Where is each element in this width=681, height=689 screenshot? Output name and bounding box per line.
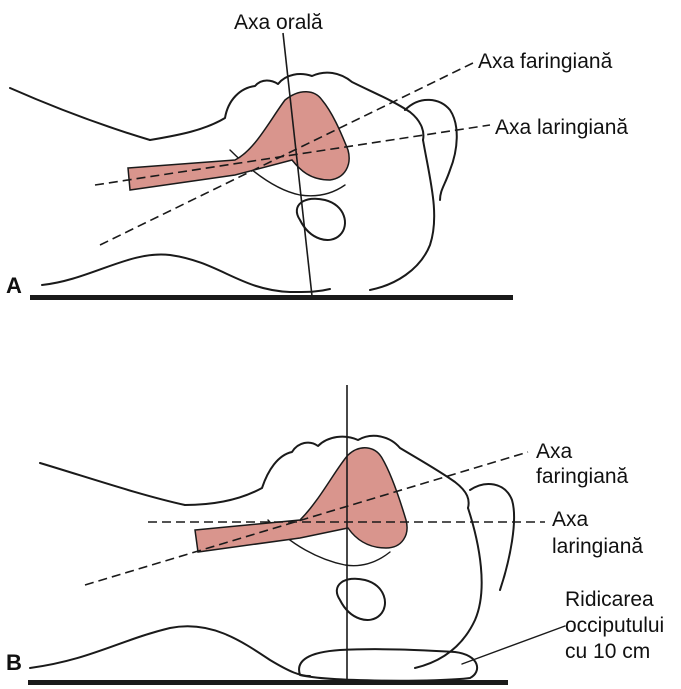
- skull-outline-b: [415, 508, 482, 668]
- back-outline-b: [30, 626, 310, 676]
- ear-b: [337, 579, 385, 620]
- oral-axis-label-a: Axa orală: [234, 11, 323, 34]
- panel-b: Axa faringiană Axa laringiană Ridicarea …: [6, 385, 670, 685]
- torso-outline-a: [10, 88, 150, 140]
- panel-letter-b: B: [6, 650, 22, 675]
- occiput-pillow-b: [299, 649, 477, 681]
- pharyngeal-axis-label-a: Axa faringiană: [478, 50, 613, 73]
- skull-outline-a: [370, 140, 434, 290]
- laryngeal-axis-label-b: Axa laringiană: [552, 508, 643, 558]
- airway-a: [128, 92, 349, 190]
- occiput-label-b: Ridicarea occiputului cu 10 cm: [565, 588, 670, 663]
- pharyngeal-axis-b: [85, 452, 528, 585]
- table-surface-a: [30, 295, 513, 300]
- laryngeal-axis-label-a: Axa laringiană: [495, 116, 628, 139]
- torso-outline-b: [40, 463, 185, 505]
- panel-a: Axa orală Axa faringiană Axa laringiană …: [6, 11, 628, 300]
- back-outline-a: [42, 254, 330, 292]
- panel-letter-a: A: [6, 273, 22, 298]
- pillow-leader-line: [462, 626, 565, 664]
- pharyngeal-axis-label-b: Axa faringiană: [536, 440, 629, 488]
